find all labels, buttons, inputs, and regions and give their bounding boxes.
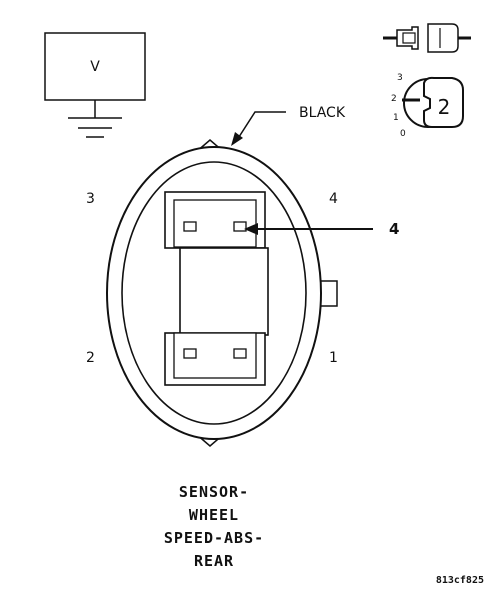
pin-cavity-3 (183, 221, 197, 232)
pin-cavities (183, 221, 247, 359)
pin-label-4: 4 (329, 191, 338, 207)
wire-color-label: BLACK (299, 105, 346, 121)
connector-name-line-3: SPEED-ABS- (164, 529, 264, 547)
connector-name-line-2: WHEEL (189, 506, 239, 524)
view-number-1: 1 (393, 113, 399, 123)
connector-view-icon (383, 23, 471, 53)
view-number-2: 2 (391, 94, 397, 104)
pin-label-1: 1 (329, 350, 338, 366)
connector-name-line-4: REAR (194, 552, 234, 570)
wire-color-callout: BLACK (231, 105, 346, 146)
pin-callout-label: 4 (389, 220, 399, 238)
pin-cavity-4 (233, 221, 247, 232)
view-number-3: 3 (397, 73, 403, 83)
pin-label-2: 2 (86, 350, 95, 366)
ground-icon (68, 117, 122, 138)
view-number-0: 0 (400, 129, 406, 139)
cavity-view-icon: 3 2 1 0 2 (391, 73, 464, 139)
connector-name-line-1: SENSOR- (179, 483, 249, 501)
view-badge-number: 2 (438, 95, 451, 119)
connector-name: SENSOR- WHEEL SPEED-ABS- REAR (164, 483, 264, 570)
pin-cavity-2 (183, 348, 197, 359)
figure-reference: 813cf825 (436, 575, 484, 586)
voltmeter-label: V (90, 59, 100, 75)
pin-callout-arrow: 4 (244, 220, 399, 238)
pin-cavity-1 (233, 348, 247, 359)
pin-label-3: 3 (86, 191, 95, 207)
terminal-housing (164, 191, 269, 386)
voltmeter: V (44, 32, 146, 118)
